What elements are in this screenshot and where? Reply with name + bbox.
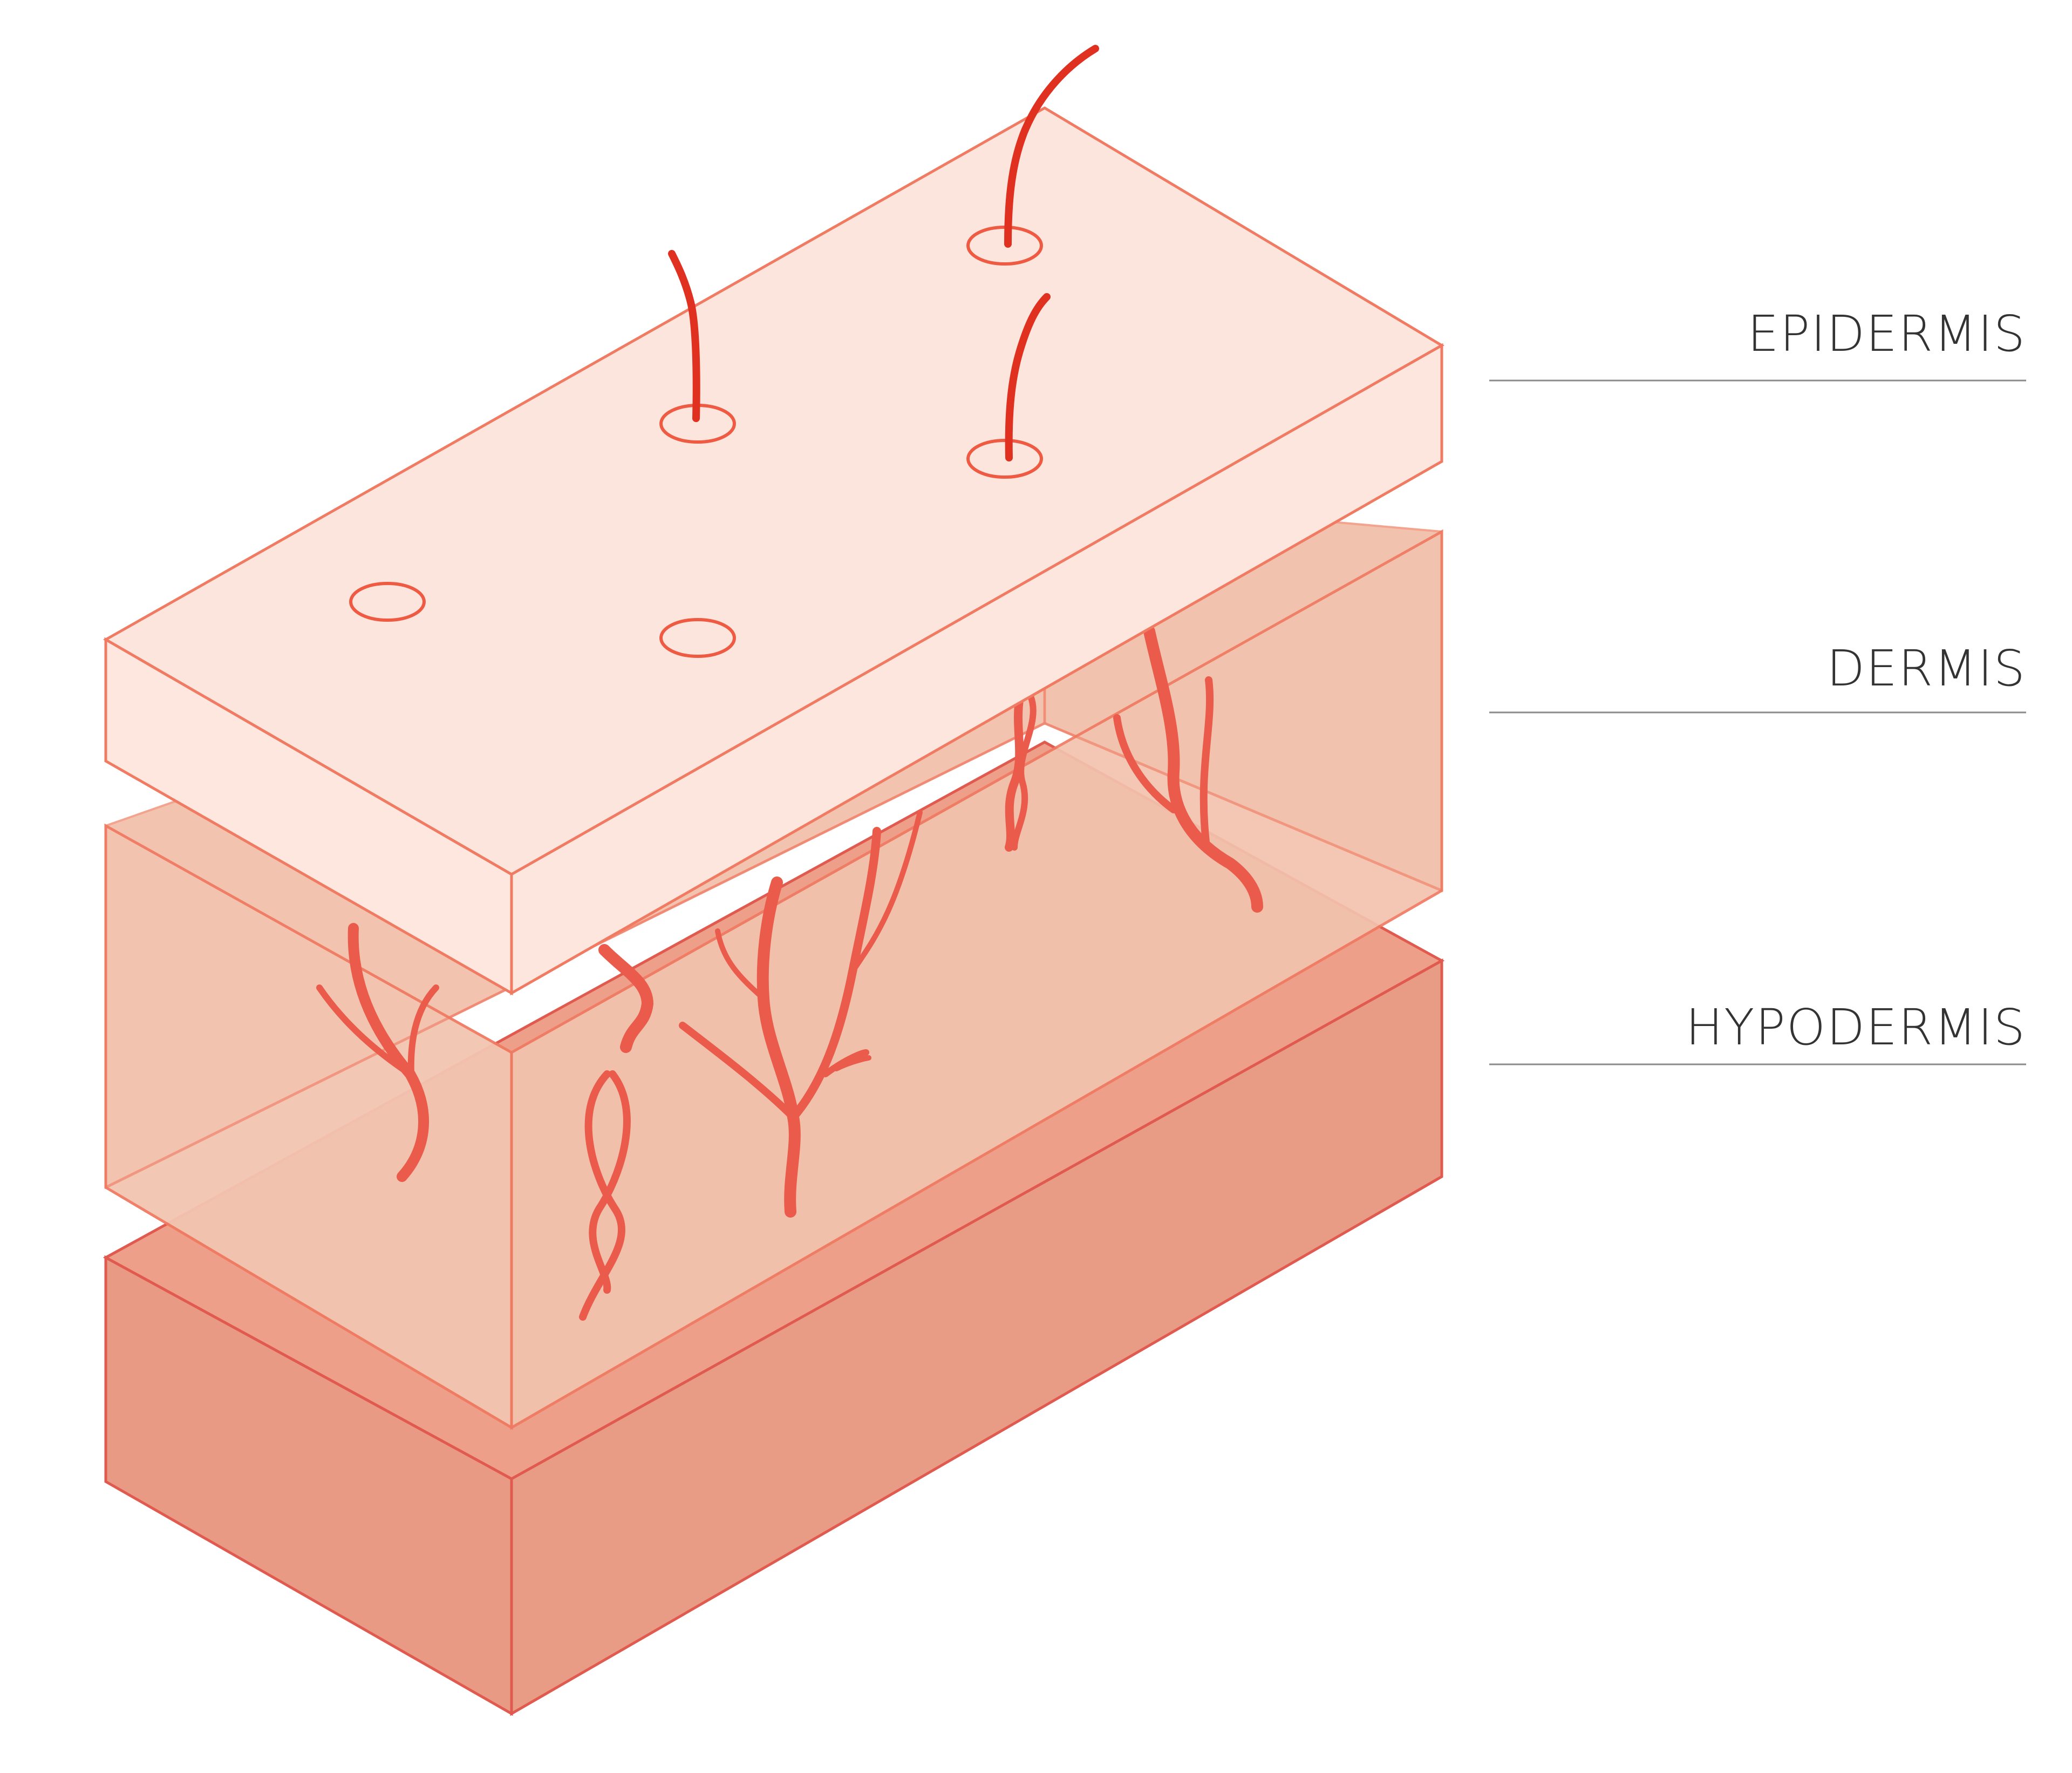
hair-center bbox=[668, 250, 700, 422]
pore-left bbox=[349, 582, 426, 622]
vessel-upper-twist-b bbox=[1011, 693, 1037, 851]
epidermis-right-face bbox=[510, 343, 1443, 996]
vessel-central-branch-far-right bbox=[834, 1055, 871, 1071]
vessel-central-branch-right-3 bbox=[850, 810, 923, 974]
pore-center-lower bbox=[659, 618, 736, 658]
vessel-right-trunk bbox=[1143, 626, 1263, 913]
label-epidermis: EPIDERMIS bbox=[1747, 305, 2026, 363]
vessel-central-branch-left bbox=[679, 1022, 797, 1121]
vessel-right-branch-left bbox=[1113, 714, 1177, 813]
vessel-right-branch-upper bbox=[1199, 676, 1214, 846]
layer-labels: EPIDERMIS DERMIS HYPODERMIS bbox=[1489, 305, 2026, 1065]
vessel-far-left-branch-b bbox=[407, 984, 439, 1077]
vessel-upper-twist-a bbox=[1005, 692, 1024, 852]
hair-right-upper bbox=[1004, 45, 1099, 248]
label-dermis: DERMIS bbox=[1826, 640, 2026, 697]
vessel-twisted-b bbox=[589, 1070, 631, 1294]
hair-right-lower bbox=[1005, 293, 1051, 461]
vessel-central-branch-right-2 bbox=[822, 1049, 869, 1077]
label-hypodermis: HYPODERMIS bbox=[1686, 998, 2026, 1056]
vessel-central-branch-left-2 bbox=[715, 928, 766, 1001]
vessel-left-middle-hook bbox=[598, 944, 653, 1053]
hypodermis-right-face bbox=[510, 958, 1443, 1716]
dermis-blood-vessels bbox=[316, 626, 1263, 1321]
vessel-central-trunk bbox=[756, 877, 801, 1218]
pore-right-lower bbox=[966, 439, 1043, 479]
dermis-inner-edge-right bbox=[1044, 722, 1442, 892]
vessel-far-left-branch-a bbox=[316, 984, 413, 1077]
epidermis-block bbox=[103, 45, 1444, 996]
